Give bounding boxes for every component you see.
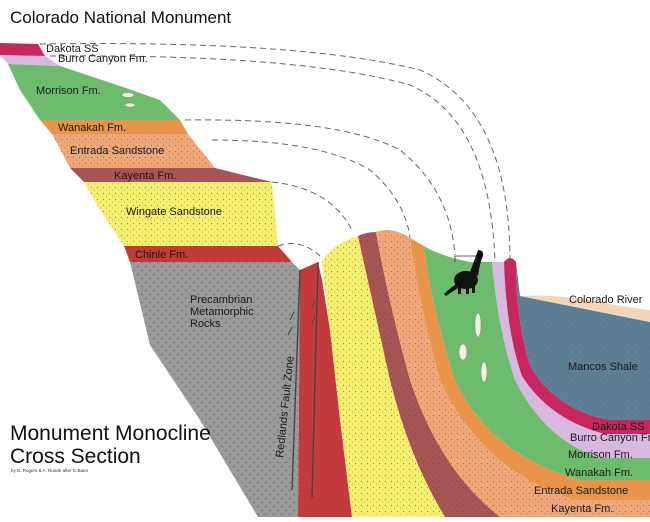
page-title: Colorado National Monument xyxy=(10,8,231,27)
dakota-layer-left xyxy=(0,43,45,56)
label-kayenta-left: Kayenta Fm. xyxy=(114,170,176,182)
label-colorado-river: Colorado River xyxy=(569,294,643,306)
eroded-strata-lines xyxy=(39,43,511,263)
label-wanakah-left: Wanakah Fm. xyxy=(58,122,126,134)
label-precambrian-3: Rocks xyxy=(190,318,221,330)
label-mancos-shale: Mancos Shale xyxy=(568,361,638,373)
label-precambrian-2: Metamorphic xyxy=(190,306,254,318)
label-morrison-right: Morrison Fm. xyxy=(568,449,633,461)
caption-line-2: Cross Section xyxy=(10,445,141,468)
label-kayenta-right: Kayenta Fm. xyxy=(551,503,613,515)
label-burro-right: Burro Canyon Fm. xyxy=(570,432,650,444)
kayenta-layer-left xyxy=(70,168,272,182)
label-dakota-right: Dakota SS xyxy=(592,421,645,433)
dakota-layer-fold xyxy=(504,258,650,434)
burro-layer-fold xyxy=(492,262,650,458)
caption-line-1: Monument Monocline xyxy=(10,422,211,445)
label-dakota-left: Dakota SS xyxy=(46,43,99,55)
chinle-layer-fold xyxy=(298,262,352,517)
label-morrison-left: Morrison Fm. xyxy=(36,85,101,97)
label-burro-left: Burro Canyon Fm. xyxy=(58,53,148,65)
label-precambrian-1: Precambrian xyxy=(190,294,252,306)
label-chinle-left: Chinle Fm. xyxy=(135,249,188,261)
label-wanakah-right: Wanakah Fm. xyxy=(565,467,633,479)
chinle-layer-left xyxy=(124,246,292,262)
morrison-layer-fold xyxy=(424,246,650,480)
caption-credit: by D. Rogers & A. Runde after G.Baen xyxy=(11,468,89,473)
label-entrada-left: Entrada Sandstone xyxy=(70,145,164,157)
dino-outline xyxy=(454,255,477,262)
label-entrada-right: Entrada Sandstone xyxy=(534,485,628,497)
fault-lines xyxy=(291,261,319,499)
fossil-fragments xyxy=(121,92,488,383)
river-alluvium xyxy=(520,295,650,322)
burro-layer-left xyxy=(0,55,60,66)
label-wingate-left: Wingate Sandstone xyxy=(126,206,222,218)
wanakah-layer-left xyxy=(40,120,188,134)
morrison-layer-left xyxy=(8,64,180,120)
dinosaur-icon xyxy=(444,250,484,296)
